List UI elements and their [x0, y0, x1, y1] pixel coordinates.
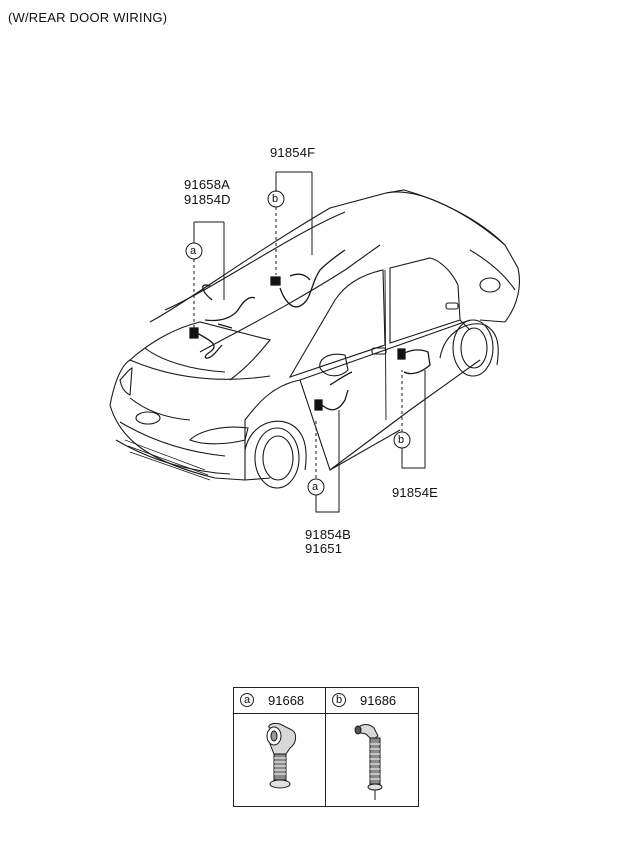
legend-header-b: b 91686: [326, 688, 418, 714]
marker-a-front: [185, 242, 203, 260]
wiring-harnesses: [189, 249, 431, 411]
marker-a-front-label: a: [190, 245, 197, 257]
leader-lines: [193, 171, 426, 513]
callout-markers: [185, 190, 411, 496]
diagram-title: (W/REAR DOOR WIRING): [8, 10, 168, 25]
legend-marker-b: b: [332, 693, 346, 707]
callout-91651: 91651: [305, 541, 343, 556]
marker-a-door: [307, 478, 325, 496]
legend-header-a: a 91668: [234, 688, 326, 714]
grommet-a-illustration: [266, 723, 297, 789]
legend-col-a: a 91668: [234, 688, 326, 806]
parts-legend-table: a 91668 b 91686: [233, 687, 419, 807]
callout-91854b: 91854B: [305, 527, 352, 542]
callout-91658a: 91658A: [184, 177, 231, 192]
legend-part-91686: 91686: [360, 693, 397, 708]
legend-marker-a: a: [240, 693, 254, 707]
grommet-b-illustration: [354, 724, 383, 800]
callout-91854f: 91854F: [270, 145, 316, 160]
callout-91854e: 91854E: [392, 485, 439, 500]
car-body: [109, 189, 521, 489]
marker-b-roof-label: b: [272, 193, 279, 205]
callout-91854d: 91854D: [184, 192, 231, 207]
legend-col-b: b 91686: [326, 688, 418, 806]
legend-part-91668: 91668: [268, 693, 305, 708]
marker-b-door-label: b: [398, 434, 405, 446]
marker-b-door: [393, 431, 411, 449]
marker-a-door-label: a: [312, 481, 319, 493]
marker-b-roof: [267, 190, 285, 208]
